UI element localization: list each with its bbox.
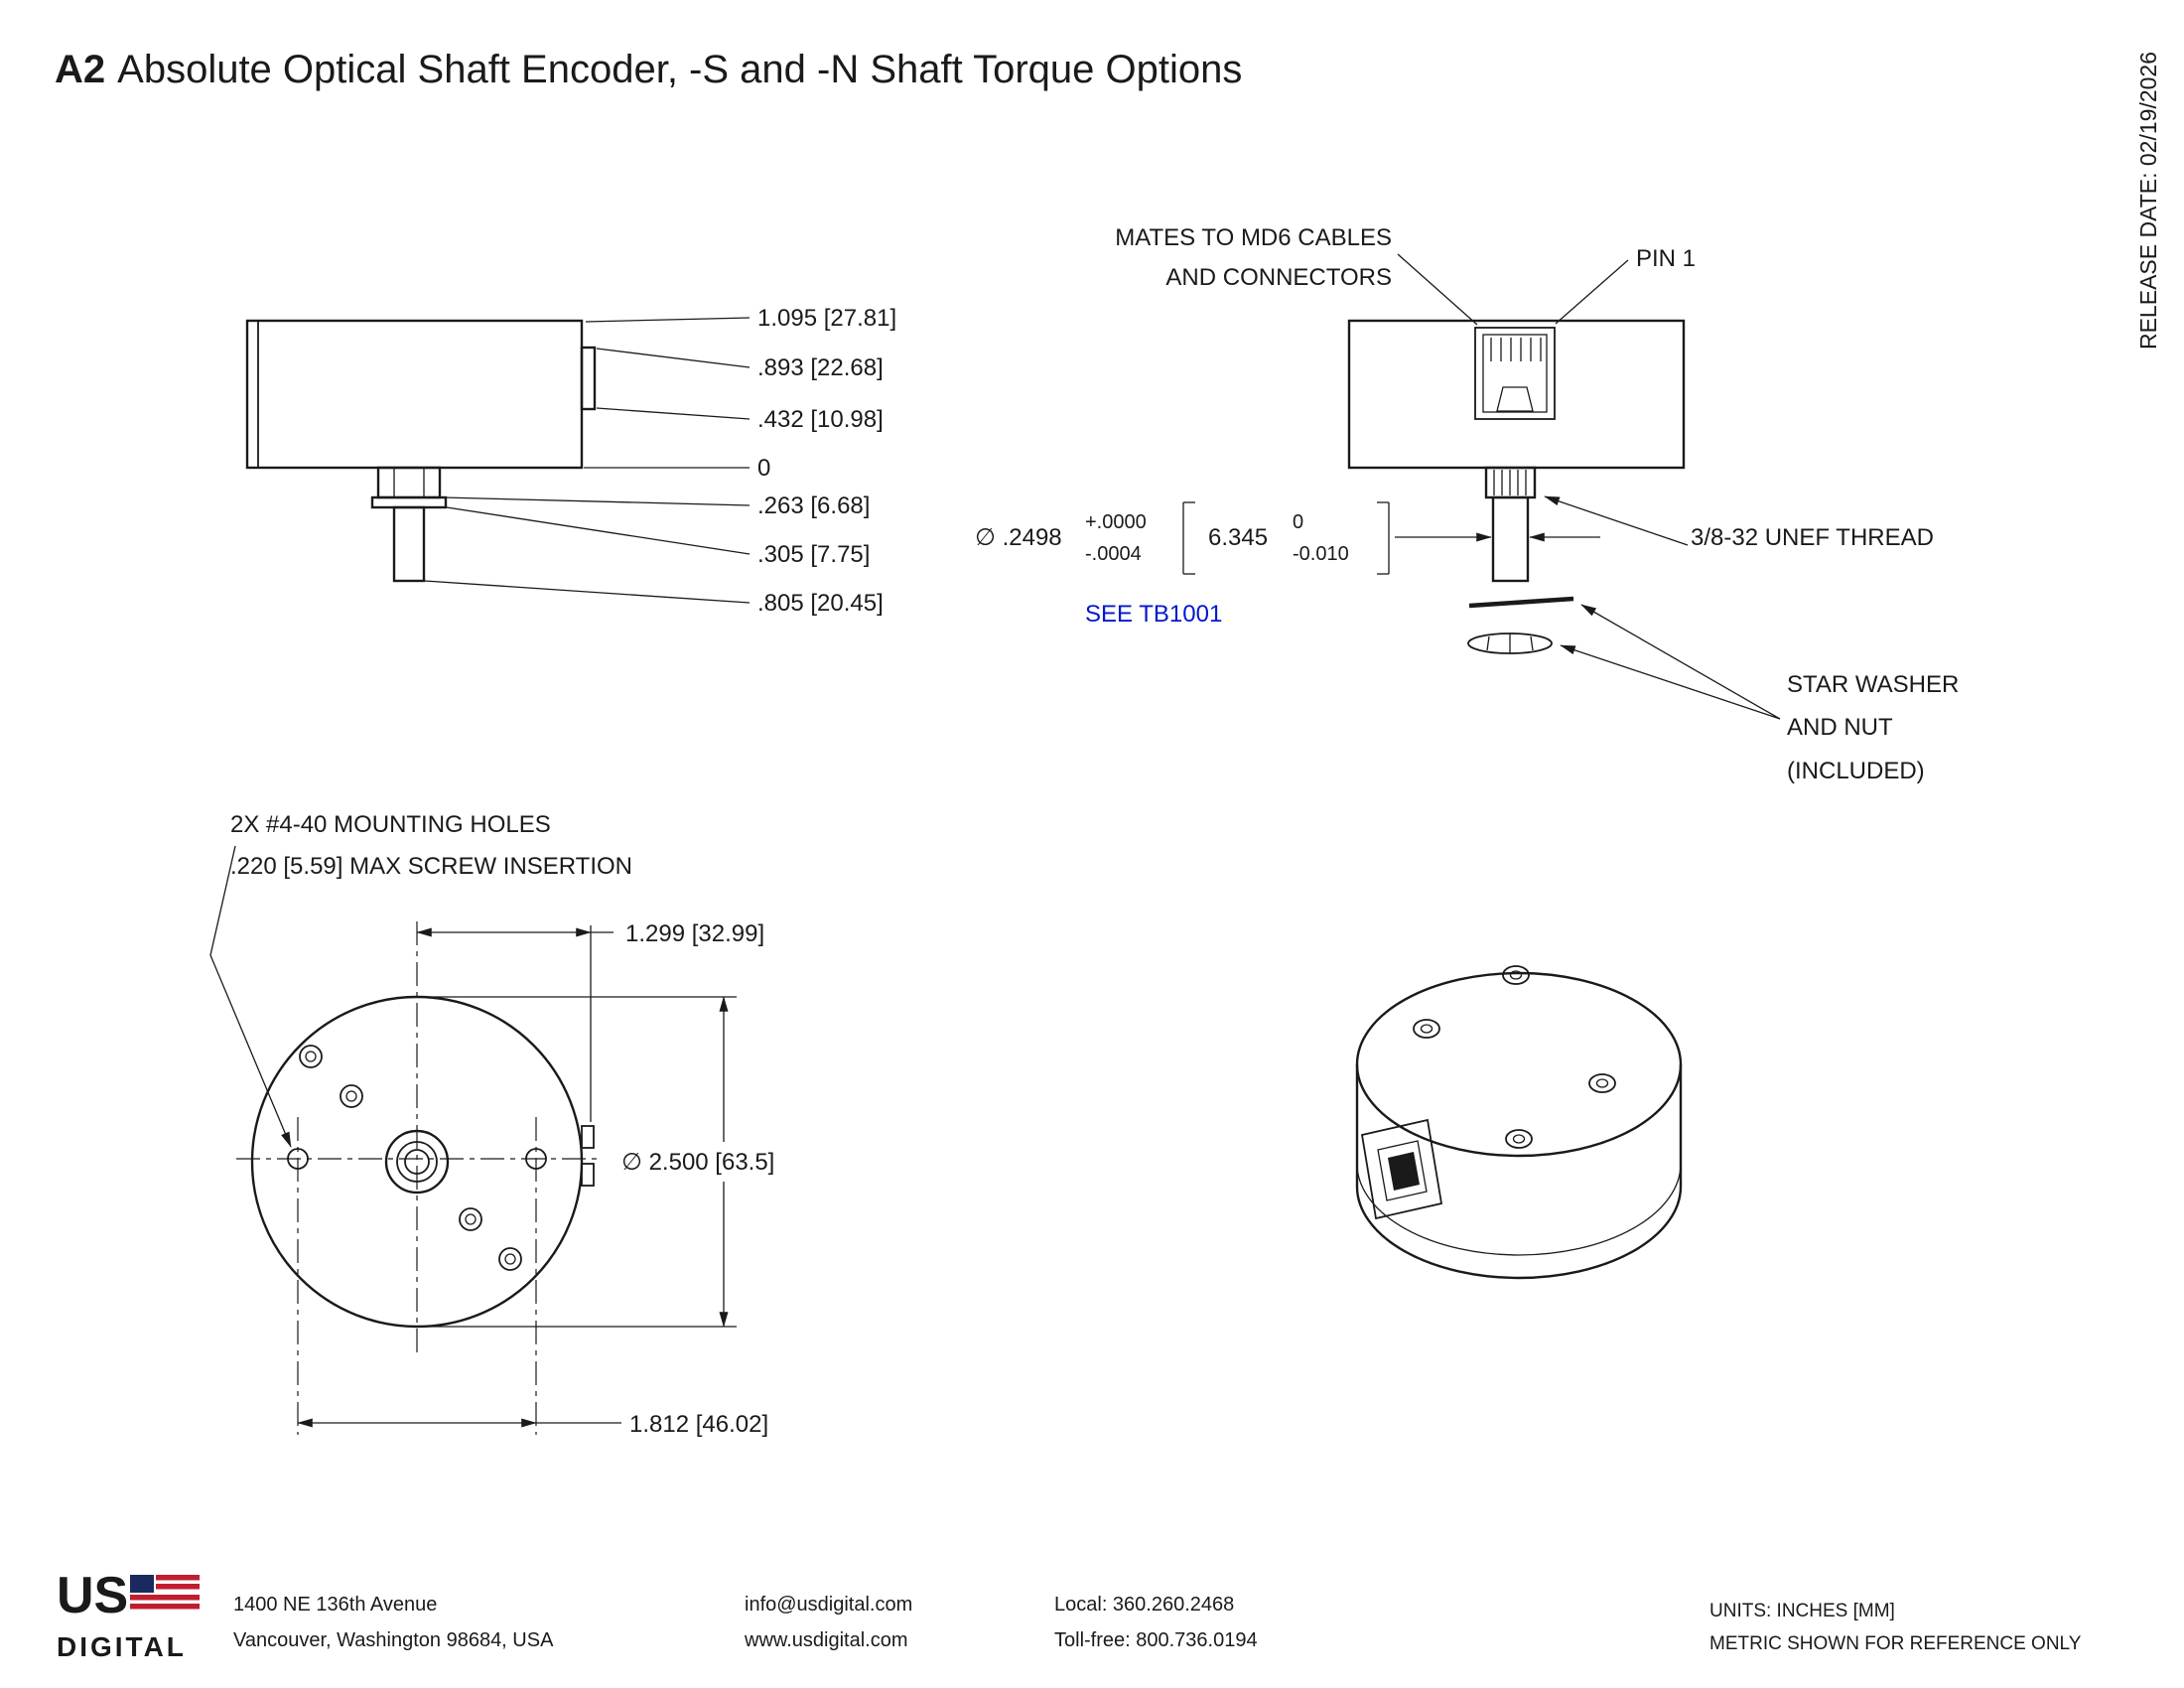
connector-view-labels: MATES TO MD6 CABLES AND CONNECTORS PIN 1… [975, 224, 1959, 784]
shaft-diameter-metric: 6.345 [1208, 524, 1268, 551]
us-digital-logo: US DIGITAL [57, 1567, 215, 1673]
tolerance-minus: -.0004 [1085, 543, 1142, 565]
footer-phone: Local: 360.260.2468 Toll-free: 800.736.0… [1054, 1587, 1258, 1658]
dim-label-893: .893 [22.68] [757, 354, 884, 381]
isometric-view [1355, 965, 1683, 1280]
dim-label-432: .432 [10.98] [757, 406, 884, 433]
metric-tolerance-plus: 0 [1293, 511, 1303, 533]
dim-width-label: 1.299 [32.99] [625, 920, 764, 947]
side-view-dimension-leaders [424, 317, 751, 604]
address-line1: 1400 NE 136th Avenue [233, 1594, 438, 1616]
star-washer-label-line3: (INCLUDED) [1787, 758, 1925, 784]
shaft-diameter-value: ∅ .2498 [975, 524, 1062, 551]
dim-label-305: .305 [7.75] [757, 541, 870, 568]
thread-label: 3/8-32 UNEF THREAD [1691, 524, 1934, 551]
mates-label-line2: AND CONNECTORS [1165, 264, 1392, 291]
mounting-note-line1: 2X #4-40 MOUNTING HOLES [230, 811, 551, 838]
dim-label-1095: 1.095 [27.81] [757, 305, 896, 332]
phone-local: Local: 360.260.2468 [1054, 1594, 1235, 1616]
dim-label-263: .263 [6.68] [757, 492, 870, 519]
email-link[interactable]: info@usdigital.com [745, 1594, 913, 1616]
part-number: A2 [55, 48, 106, 91]
units-line2: METRIC SHOWN FOR REFERENCE ONLY [1709, 1633, 2082, 1654]
mounting-note-line2: .220 [5.59] MAX SCREW INSERTION [230, 853, 632, 880]
mates-label-line1: MATES TO MD6 CABLES [1115, 224, 1392, 251]
side-view-dimension-labels: 1.095 [27.81] .893 [22.68] .432 [10.98] … [757, 305, 896, 617]
tolerance-plus: +.0000 [1085, 511, 1147, 533]
side-view-body [245, 319, 597, 583]
star-washer-label-line1: STAR WASHER [1787, 671, 1959, 698]
footer-address: 1400 NE 136th Avenue Vancouver, Washingt… [233, 1587, 553, 1658]
connector-view-body [1347, 319, 1686, 583]
metric-tolerance-minus: -0.010 [1293, 543, 1349, 565]
flag-icon [130, 1575, 200, 1610]
address-line2: Vancouver, Washington 98684, USA [233, 1629, 554, 1651]
star-washer-and-nut [1467, 596, 1574, 654]
page-title: A2 Absolute Optical Shaft Encoder, -S and… [55, 48, 1242, 92]
dim-spacing-label: 1.812 [46.02] [629, 1411, 768, 1438]
dim-label-0: 0 [757, 455, 770, 482]
star-washer-label-line2: AND NUT [1787, 714, 1893, 741]
logo-us-text: US [57, 1571, 128, 1624]
page-title-text: Absolute Optical Shaft Encoder, -S and -… [117, 48, 1243, 91]
front-view-centerlines [236, 921, 600, 1435]
dim-label-805: .805 [20.45] [757, 590, 884, 617]
front-view-dimensions [209, 845, 737, 1428]
front-view-labels: 2X #4-40 MOUNTING HOLES .220 [5.59] MAX … [230, 811, 774, 1438]
pin1-label: PIN 1 [1636, 245, 1696, 272]
units-line1: UNITS: INCHES [MM] [1709, 1601, 1895, 1621]
phone-tollfree: Toll-free: 800.736.0194 [1054, 1629, 1258, 1651]
footer-units-note: UNITS: INCHES [MM] METRIC SHOWN FOR REFE… [1709, 1595, 2081, 1660]
logo-graphic: US DIGITAL [57, 1567, 200, 1662]
website-link[interactable]: www.usdigital.com [745, 1629, 908, 1651]
connector-view-leaders [1182, 253, 1781, 720]
dim-diameter-label: ∅ 2.500 [63.5] [621, 1149, 774, 1176]
front-view-body [250, 995, 595, 1329]
see-tb1001-link[interactable]: SEE TB1001 [1085, 601, 1222, 628]
footer-contact-web: info@usdigital.com www.usdigital.com [745, 1587, 912, 1658]
logo-digital-text: DIGITAL [57, 1631, 187, 1662]
